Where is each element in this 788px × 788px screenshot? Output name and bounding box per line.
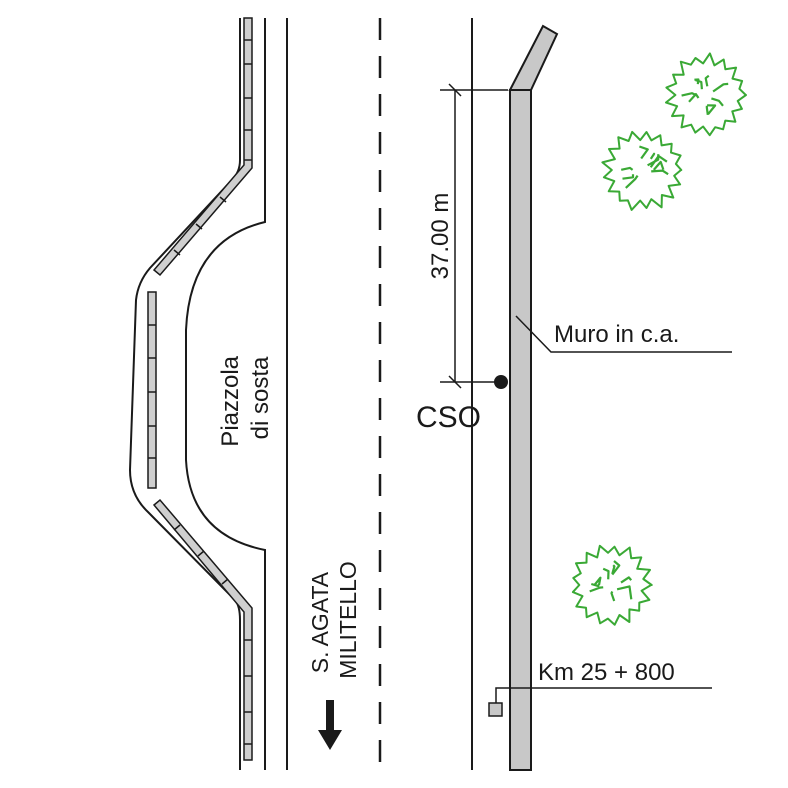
- tree-icon: [665, 52, 747, 137]
- chainage-marker: [488, 702, 503, 717]
- arrow-down-icon: [318, 700, 342, 750]
- dimension-label: 37.00 m: [427, 193, 454, 280]
- direction-label-line1: S. AGATA: [307, 571, 333, 673]
- layby-label: Piazzola di sosta: [217, 349, 274, 446]
- reinforced-concrete-wall: [509, 89, 532, 771]
- monitoring-point-label: CSO: [416, 401, 481, 434]
- direction-label-line2: MILITELLO: [335, 561, 361, 679]
- direction-label: S. AGATA MILITELLO: [307, 561, 361, 679]
- guard-rail-barrier: [147, 17, 253, 761]
- wall-leader-line: [515, 315, 732, 353]
- tree-icon: [571, 544, 653, 626]
- dimension-line: [440, 83, 508, 389]
- wall-diagonal-segment: [508, 24, 559, 91]
- chainage-label: Km 25 + 800: [538, 659, 675, 686]
- chainage-leader-line: [495, 687, 712, 703]
- point-marker-icon: [494, 375, 508, 389]
- layby-inner-edge: [185, 18, 266, 770]
- wall-label: Muro in c.a.: [554, 321, 679, 348]
- tree-icon: [601, 130, 683, 211]
- layby-label-line2: di sosta: [247, 356, 274, 439]
- layby-label-line1: Piazzola: [217, 355, 244, 446]
